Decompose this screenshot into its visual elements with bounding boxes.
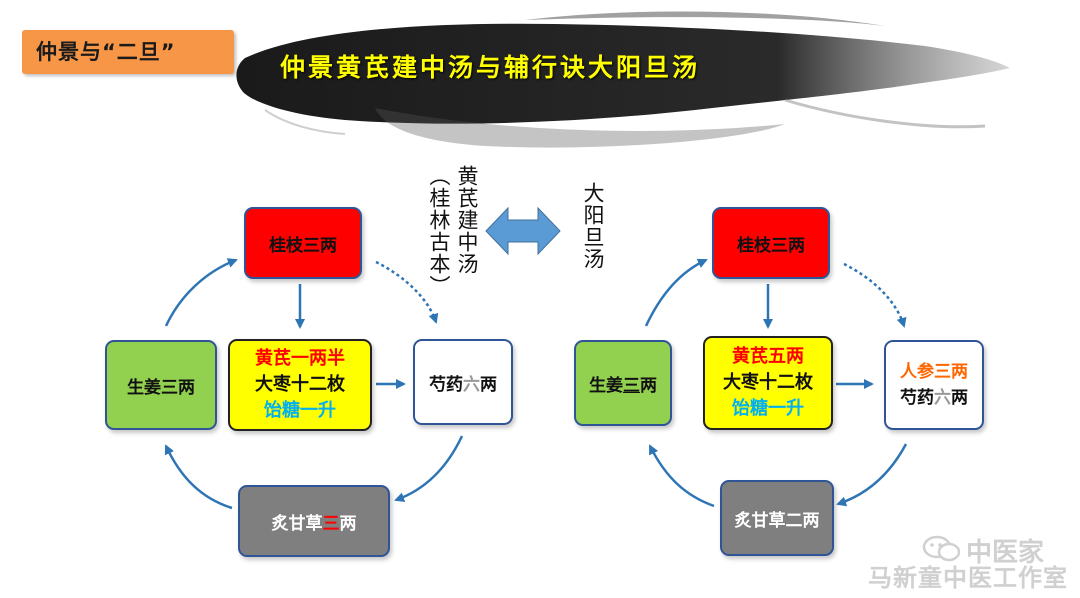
right-node-renshen-shaoyao: 人参三两 芍药六两 bbox=[884, 340, 984, 430]
page-title: 仲景黄芪建中汤与辅行诀大阳旦汤 bbox=[280, 53, 701, 82]
ink-brush-banner bbox=[236, 11, 1011, 148]
left-node-shaoyao-emph: 六 bbox=[463, 374, 480, 395]
right-node-gancao-label: 炙甘草二两 bbox=[734, 510, 820, 531]
left-node-shaoyao-suffix: 两 bbox=[480, 374, 497, 395]
right-node-shengjiang-prefix: 生姜 bbox=[589, 375, 623, 396]
left-node-center: 黄芪一两半 大枣十二枚 饴糖一升 bbox=[228, 339, 372, 431]
left-node-gancao-prefix: 炙甘草 bbox=[271, 513, 323, 534]
right-node-shaoyao-emph: 六 bbox=[934, 388, 951, 408]
left-node-guizhi: 桂枝三两 bbox=[244, 207, 362, 279]
section-tag: 仲景与“二旦” bbox=[22, 30, 234, 74]
left-formula-source: （桂林古本） bbox=[427, 165, 451, 297]
left-node-shengjiang-label: 生姜三两 bbox=[127, 377, 195, 398]
watermark-studio: 马新童中医工作室 bbox=[868, 564, 1068, 592]
right-node-shengjiang-emph: 三 bbox=[623, 375, 640, 396]
double-arrow-icon bbox=[485, 206, 561, 256]
left-node-center-huangqi: 黄芪一两半 bbox=[255, 348, 345, 369]
right-node-gancao: 炙甘草二两 bbox=[720, 480, 834, 556]
left-formula-name: 黄芪建中汤 bbox=[455, 165, 479, 275]
right-node-shengjiang: 生姜三两 bbox=[574, 340, 672, 426]
left-node-gancao: 炙甘草三两 bbox=[238, 485, 390, 557]
left-node-shaoyao: 芍药六两 bbox=[413, 339, 513, 425]
right-node-center-huangqi: 黄芪五两 bbox=[732, 346, 804, 367]
right-formula-name: 大阳旦汤 bbox=[581, 182, 605, 270]
right-node-renshen: 人参三两 bbox=[900, 362, 968, 382]
left-node-shengjiang: 生姜三两 bbox=[105, 340, 217, 430]
right-node-guizhi-label: 桂枝三两 bbox=[737, 235, 805, 256]
left-node-center-dazao: 大枣十二枚 bbox=[255, 374, 345, 395]
left-node-guizhi-label: 桂枝三两 bbox=[269, 235, 337, 256]
right-node-shengjiang-suffix: 两 bbox=[640, 375, 657, 396]
left-node-gancao-suffix: 两 bbox=[339, 513, 357, 534]
right-node-shaoyao: 芍药六两 bbox=[900, 385, 968, 411]
left-node-gancao-emph: 三 bbox=[322, 513, 340, 534]
left-node-center-yitang: 饴糖一升 bbox=[264, 400, 336, 421]
wechat-icon bbox=[922, 535, 961, 562]
right-node-shaoyao-prefix: 芍药 bbox=[900, 388, 934, 408]
right-node-guizhi: 桂枝三两 bbox=[712, 207, 830, 279]
left-node-shaoyao-prefix: 芍药 bbox=[429, 374, 463, 395]
right-node-center-dazao: 大枣十二枚 bbox=[723, 372, 813, 393]
right-node-center: 黄芪五两 大枣十二枚 饴糖一升 bbox=[703, 336, 833, 430]
right-node-shaoyao-suffix: 两 bbox=[951, 388, 968, 408]
right-node-center-yitang: 饴糖一升 bbox=[732, 398, 804, 419]
watermark-brand: 中医家 bbox=[966, 538, 1045, 568]
